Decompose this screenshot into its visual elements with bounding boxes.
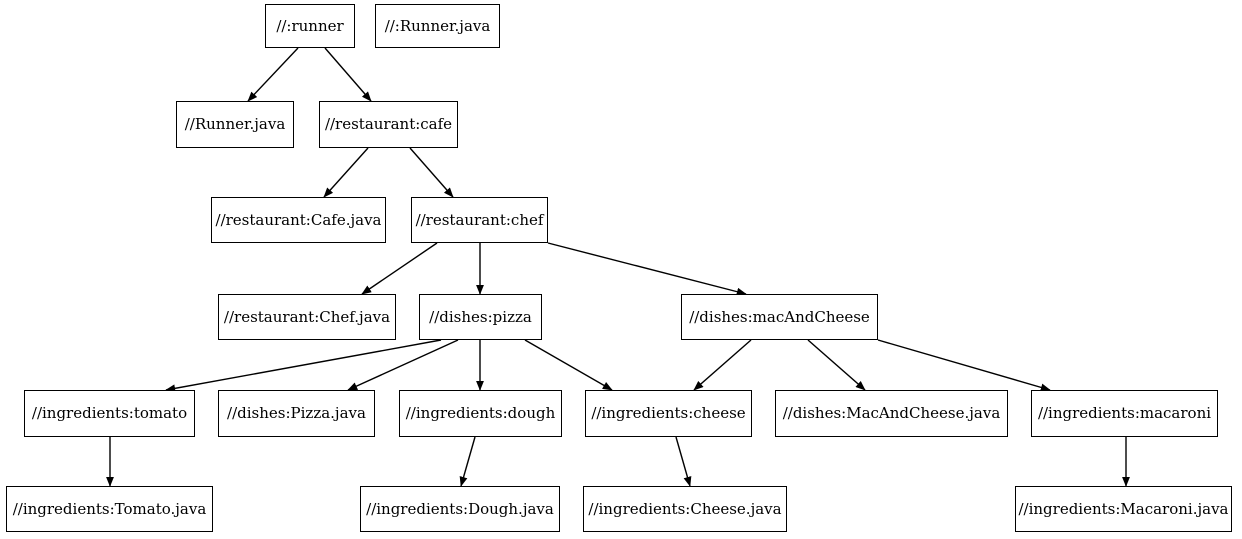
graph-node-label: //ingredients:Tomato.java [12, 499, 207, 518]
graph-node-dishes-pizzajava[interactable]: //dishes:Pizza.java [218, 390, 375, 437]
graph-node-label: //:runner [276, 16, 344, 35]
graph-node-label: //ingredients:macaroni [1037, 404, 1212, 422]
graph-node-label: //:Runner.java [384, 16, 491, 35]
graph-node-label: //ingredients:Macaroni.java [1018, 499, 1229, 518]
graph-edge [693, 339, 752, 391]
graph-edge [347, 339, 459, 391]
graph-node-label: //Runner.java [184, 115, 286, 133]
graph-node-dishes-macandcheese[interactable]: //dishes:macAndCheese [681, 294, 878, 340]
graph-node-label: //ingredients:cheese [591, 404, 746, 422]
graph-node-label: //restaurant:Cafe.java [215, 210, 382, 229]
graph-edge [524, 339, 613, 391]
graph-edge [547, 242, 747, 296]
graph-node-dishes-pizza[interactable]: //dishes:pizza [419, 294, 542, 340]
graph-edge [247, 47, 299, 102]
graph-edge [675, 436, 692, 487]
graph-edge [807, 339, 866, 391]
graph-edge [877, 339, 1051, 392]
graph-node-runner[interactable]: //:runner [265, 4, 355, 48]
graph-edge [324, 47, 372, 102]
graph-node-ing-macaronijava[interactable]: //ingredients:Macaroni.java [1015, 486, 1232, 532]
graph-node-ing-cheese[interactable]: //ingredients:cheese [585, 390, 752, 437]
graph-node-runner-java[interactable]: //Runner.java [176, 101, 294, 148]
graph-node-label: //dishes:MacAndCheese.java [782, 404, 1001, 422]
graph-node-label: //restaurant:cafe [324, 115, 453, 133]
graph-node-label: //restaurant:Chef.java [223, 307, 391, 326]
graph-node-dishes-macjava[interactable]: //dishes:MacAndCheese.java [775, 390, 1008, 437]
graph-edge [459, 436, 476, 487]
graph-node-ing-doughjava[interactable]: //ingredients:Dough.java [360, 486, 560, 532]
graph-node-runner-java-root[interactable]: //:Runner.java [375, 4, 500, 48]
graph-node-ing-tomatojava[interactable]: //ingredients:Tomato.java [6, 486, 213, 532]
graph-node-ing-cheesejava[interactable]: //ingredients:Cheese.java [583, 486, 787, 532]
graph-edge [323, 147, 369, 198]
graph-node-ing-tomato[interactable]: //ingredients:tomato [24, 390, 195, 437]
graph-edge [165, 339, 442, 393]
graph-node-label: //ingredients:Dough.java [366, 499, 554, 518]
graph-node-label: //ingredients:tomato [31, 404, 188, 422]
graph-node-restaurant-cafejava[interactable]: //restaurant:Cafe.java [211, 197, 386, 243]
graph-node-label: //dishes:pizza [429, 307, 532, 326]
graph-edge [409, 147, 454, 198]
graph-node-label: //ingredients:dough [405, 404, 556, 422]
graph-node-restaurant-chef[interactable]: //restaurant:chef [411, 197, 548, 243]
graph-edge [361, 242, 438, 295]
graph-node-label: //restaurant:chef [415, 210, 544, 229]
graph-node-ing-macaroni[interactable]: //ingredients:macaroni [1031, 390, 1218, 437]
graph-node-restaurant-cafe[interactable]: //restaurant:cafe [319, 101, 458, 148]
graph-node-label: //dishes:macAndCheese [689, 307, 870, 326]
graph-node-restaurant-chefjava[interactable]: //restaurant:Chef.java [218, 294, 396, 340]
graph-node-label: //ingredients:Cheese.java [588, 499, 782, 518]
graph-node-ing-dough[interactable]: //ingredients:dough [399, 390, 562, 437]
graph-node-label: //dishes:Pizza.java [227, 404, 366, 422]
